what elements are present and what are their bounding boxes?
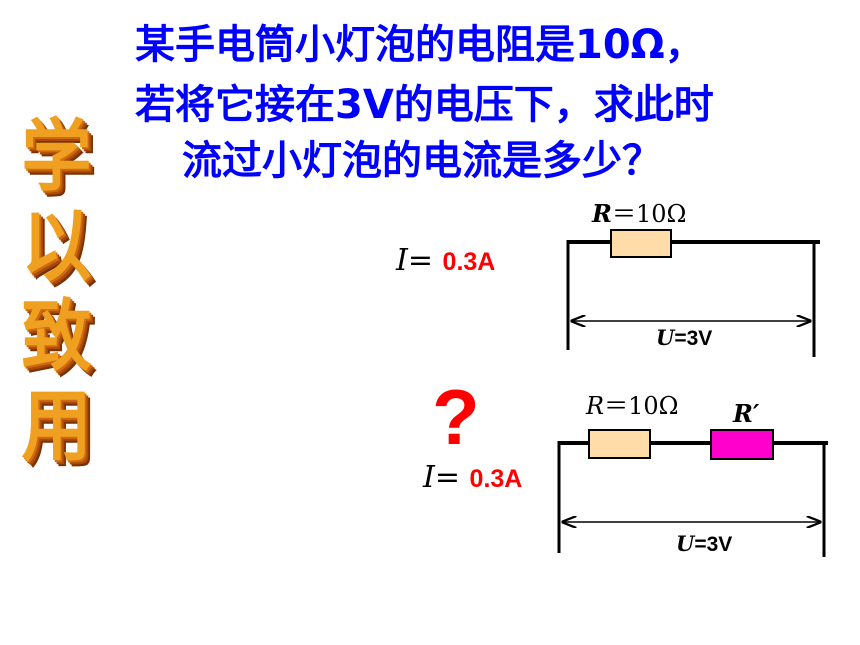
circuit-2-i-eq: = <box>434 460 460 495</box>
circuit-1-current-value: 0.3A <box>442 248 496 276</box>
circuit-2-r-label: R＝10Ω <box>585 392 679 420</box>
side-title-char-1: 学 <box>21 112 92 202</box>
circuit-1-r-value: ＝10Ω <box>612 200 686 228</box>
circuit-1-r-symbol: R <box>591 199 612 228</box>
circuit-1-u-value: =3V <box>674 327 712 350</box>
circuit-2-u-value: =3V <box>694 533 732 556</box>
side-title-char-4: 用 <box>21 382 92 472</box>
circuit-1-resistor <box>610 229 672 258</box>
circuit-2-voltage-label: U=3V <box>676 531 732 556</box>
circuit-2-i-symbol: I <box>423 460 435 495</box>
circuit-2: R＝10Ω R′ U=3V <box>557 392 828 557</box>
circuit-1-voltage-label: U=3V <box>656 325 712 350</box>
circuit-1-i-eq: = <box>407 243 433 278</box>
circuit-1-u-symbol: U <box>656 325 676 350</box>
circuit-2-u-symbol: U <box>676 531 696 556</box>
circuit-2-resistor <box>588 429 651 459</box>
circuit-2-r-value: ＝10Ω <box>604 392 678 420</box>
question-line-1: 某手电筒小灯泡的电阻是10Ω， <box>135 22 705 68</box>
circuit-2-r-symbol: R <box>585 392 604 420</box>
circuit-2-current: I= 0.3A <box>423 460 522 495</box>
circuit-1-current: I= 0.3A <box>396 243 495 278</box>
question-line-2: 若将它接在3V的电压下，求此时 <box>135 82 714 128</box>
circuit-2-resistor-prime <box>710 429 774 460</box>
circuit-2-r-prime-label: R′ <box>732 399 760 428</box>
circuit-1-i-symbol: I <box>396 243 408 278</box>
side-title: 学 以 致 用 <box>4 112 109 472</box>
question-line-3: 流过小灯泡的电流是多少？ <box>182 138 662 184</box>
question-mark: ? <box>432 373 480 461</box>
circuit-1: R＝10Ω U=3V <box>566 199 820 357</box>
side-title-char-3: 致 <box>21 292 92 382</box>
circuit-2-current-value: 0.3A <box>469 465 523 493</box>
side-title-char-2: 以 <box>21 202 92 292</box>
circuit-1-r-label: R＝10Ω <box>591 199 686 228</box>
